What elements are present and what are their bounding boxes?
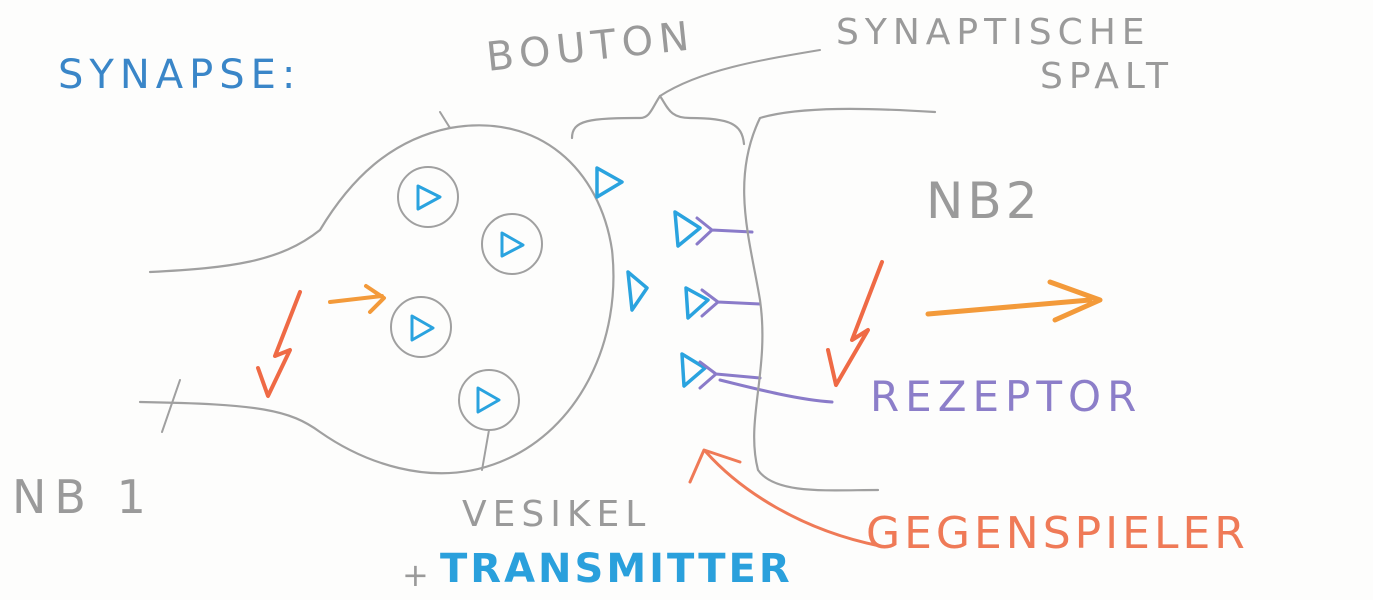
signal-bolt-1 <box>256 290 302 398</box>
gegenspieler-arrow <box>688 448 882 548</box>
transmitters-in-vesicles <box>410 184 525 414</box>
signal-bolt-2 <box>826 260 884 387</box>
receptors <box>695 216 834 404</box>
label-plus: + <box>402 556 429 594</box>
label-vesikel: VESIKEL <box>462 494 652 535</box>
axon-tick <box>161 379 181 433</box>
label-nb1: NB 1 <box>12 470 154 524</box>
transmitters-in-cleft <box>595 166 710 388</box>
label-transmitter: TRANSMITTER <box>440 546 793 592</box>
label-nb2: NB2 <box>926 172 1042 230</box>
vesicle-3 <box>390 296 452 358</box>
vesicle-pointer <box>481 429 490 471</box>
receptor-pointer <box>718 378 834 404</box>
vesicle-4 <box>458 369 520 431</box>
diagram-title: SYNAPSE: <box>58 52 302 98</box>
label-rezeptor: REZEPTOR <box>870 372 1143 421</box>
flow-arrow-large <box>925 279 1103 323</box>
cleft-pointer <box>659 49 821 97</box>
label-spalt: SPALT <box>1040 56 1174 97</box>
vesicle-1 <box>397 166 459 228</box>
flow-arrow-small <box>328 284 386 314</box>
bouton-pointer <box>439 111 451 129</box>
label-gegenspieler: GEGENSPIELER <box>866 508 1249 559</box>
bouton-outline <box>138 124 615 475</box>
vesicles <box>390 166 543 471</box>
postsynaptic-membrane <box>743 107 937 492</box>
label-synaptische: SYNAPTISCHE <box>836 12 1151 53</box>
cleft-brace <box>570 94 746 146</box>
vesicle-2 <box>481 213 543 275</box>
